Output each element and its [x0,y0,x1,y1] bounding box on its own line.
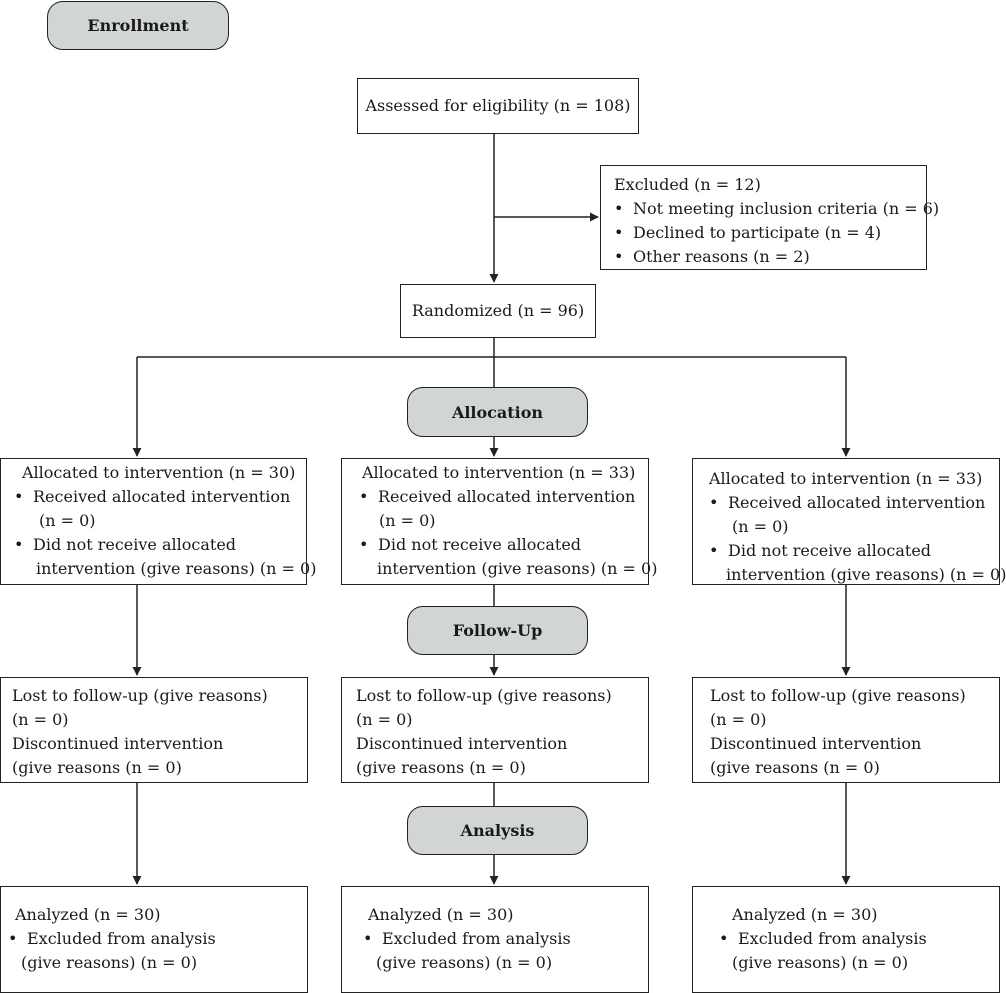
received-text: Received allocated intervention [33,487,291,506]
received-count: (n = 0) [379,511,436,530]
stage-enrollment: Enrollment [47,1,229,50]
allocation-box-arm-1: Allocated to intervention (n = 30) Recei… [0,458,317,585]
received-text: Received allocated intervention [378,487,636,506]
excluded-analysis-text: Excluded from analysis [382,929,571,948]
not-received-text: Did not receive allocated [33,535,237,554]
allocated-text: Allocated to intervention (n = 33) [709,469,983,488]
discontinued-count: (give reasons (n = 0) [710,758,880,777]
excluded-item: Not meeting inclusion criteria (n = 6) [614,197,939,221]
discontinued-text: Discontinued intervention [12,734,224,753]
excluded-item: Declined to participate (n = 4) [614,221,926,245]
excluded-analysis-item: Excluded from analysis [363,927,648,951]
received-item: Received allocated intervention [359,485,648,509]
excluded-box: Excluded (n = 12) Not meeting inclusion … [600,165,939,270]
lost-count: (n = 0) [710,710,767,729]
received-item: Received allocated intervention [709,491,999,515]
followup-box-arm-3: Lost to follow-up (give reasons) (n = 0)… [692,677,1000,783]
analyzed-text: Analyzed (n = 30) [732,905,878,924]
analyzed-text: Analyzed (n = 30) [15,905,161,924]
analyzed-text: Analyzed (n = 30) [368,905,514,924]
analysis-box-arm-3: Analyzed (n = 30) Excluded from analysis… [692,886,1000,993]
followup-box-arm-1: Lost to follow-up (give reasons) (n = 0)… [0,677,308,783]
lost-text: Lost to follow-up (give reasons) [12,686,268,705]
not-received-count: intervention (give reasons) (n = 0) [377,559,658,578]
not-received-item: Did not receive allocated [14,533,306,557]
analysis-box-arm-2: Analyzed (n = 30) Excluded from analysis… [341,886,649,993]
not-received-item: Did not receive allocated [709,539,999,563]
stage-follow-up-label: Follow-Up [452,621,543,640]
allocation-box-arm-3: Allocated to intervention (n = 33) Recei… [692,458,1006,585]
stage-allocation: Allocation [407,387,588,437]
lost-count: (n = 0) [356,710,413,729]
excluded-item: Other reasons (n = 2) [614,245,926,269]
excluded-analysis-item: Excluded from analysis [8,927,307,951]
received-count: (n = 0) [732,517,789,536]
lost-count: (n = 0) [12,710,69,729]
excluded-analysis-text: Excluded from analysis [27,929,216,948]
analysis-box-arm-1: Analyzed (n = 30) Excluded from analysis… [0,886,308,993]
assessed-box: Assessed for eligibility (n = 108) [357,78,639,134]
followup-box-arm-2: Lost to follow-up (give reasons) (n = 0)… [341,677,649,783]
excluded-analysis-count: (give reasons) (n = 0) [732,953,909,972]
not-received-count: intervention (give reasons) (n = 0) [726,565,1006,584]
stage-analysis-label: Analysis [460,821,535,840]
assessed-text: Assessed for eligibility (n = 108) [365,96,631,115]
stage-enrollment-label: Enrollment [87,16,189,35]
not-received-count: intervention (give reasons) (n = 0) [36,559,317,578]
not-received-item: Did not receive allocated [359,533,648,557]
excluded-analysis-text: Excluded from analysis [738,929,927,948]
received-count: (n = 0) [39,511,96,530]
stage-analysis: Analysis [407,806,588,855]
not-received-text: Did not receive allocated [728,541,932,560]
excluded-title: Excluded (n = 12) [614,175,761,194]
allocated-text: Allocated to intervention (n = 33) [362,463,636,482]
discontinued-count: (give reasons (n = 0) [356,758,526,777]
stage-allocation-label: Allocation [451,402,544,422]
allocated-text: Allocated to intervention (n = 30) [22,463,296,482]
excluded-analysis-item: Excluded from analysis [719,927,999,951]
excluded-analysis-count: (give reasons) (n = 0) [21,953,198,972]
lost-text: Lost to follow-up (give reasons) [710,686,966,705]
received-text: Received allocated intervention [728,493,986,512]
randomized-text: Randomized (n = 96) [411,301,585,320]
stage-follow-up: Follow-Up [407,606,588,655]
randomized-box: Randomized (n = 96) [400,284,596,338]
excluded-analysis-count: (give reasons) (n = 0) [376,953,553,972]
discontinued-text: Discontinued intervention [710,734,922,753]
allocation-box-arm-2: Allocated to intervention (n = 33) Recei… [341,458,658,585]
lost-text: Lost to follow-up (give reasons) [356,686,612,705]
discontinued-text: Discontinued intervention [356,734,568,753]
not-received-text: Did not receive allocated [378,535,582,554]
received-item: Received allocated intervention [14,485,306,509]
discontinued-count: (give reasons (n = 0) [12,758,182,777]
